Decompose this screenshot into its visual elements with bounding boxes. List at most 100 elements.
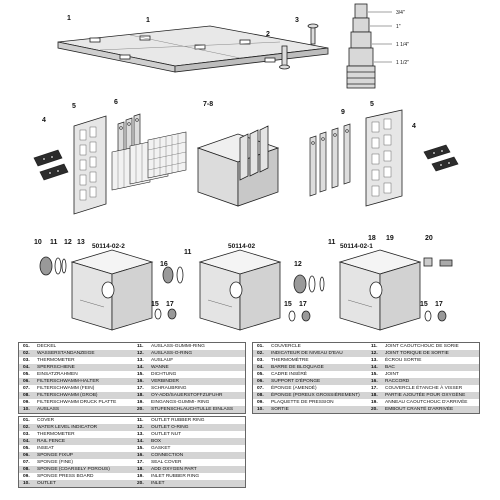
legend-item-label: OUTLET RUBBER RING (151, 418, 205, 423)
legend-item-number: 05. (257, 372, 264, 377)
legend-item-label: VERBINDER (151, 379, 179, 384)
legend-item-label: JOINT TORIQUE DE SORTIE (385, 351, 449, 356)
legend-item-number: 06. (257, 379, 264, 384)
callout-label: 2 (266, 31, 270, 38)
legend-item-label: SPERRSCHIENE (37, 365, 75, 370)
callout-label: 10 (34, 239, 42, 246)
callout-label: 12 (64, 239, 72, 246)
legend-item-number: 03. (257, 358, 264, 363)
legend-item-number: 02. (257, 351, 264, 356)
callout-label: 17 (299, 301, 307, 308)
legend-item-number: 16. (137, 453, 144, 458)
legend-item-number: 04. (23, 439, 30, 444)
callout-label: 5 (370, 101, 374, 108)
legend-item-label: PARTIE AJOUTÉE POUR OXYGÈNE (385, 393, 466, 398)
legend-item-number: 01. (257, 344, 264, 349)
legend-item-label: SPONGE FIXUP (37, 453, 73, 458)
legend-item-number: 09. (23, 400, 30, 405)
legend-item-number: 18. (137, 467, 144, 472)
legend-item-number: 12. (137, 425, 144, 430)
hose-size-leaders (368, 11, 392, 63)
legend-row: 07.SPONGE (FINE)17.SEAL COVER (19, 459, 245, 466)
legend-item-number: 04. (257, 365, 264, 370)
legend-item-label: RAIL FENCE (37, 439, 66, 444)
legend-item-label: DECKEL (37, 344, 57, 349)
legend-item-number: 04. (23, 365, 30, 370)
legend-item-number: 10. (23, 407, 30, 412)
legend-item-label: WATER LEVEL INDICATOR (37, 425, 98, 430)
legend-row: 08.SPONGE (COARSELY POROUS)18.ADD OXYGEN… (19, 466, 245, 473)
legend-item-label: SEAL COVER (151, 460, 182, 465)
sponge-press-board-part (111, 131, 187, 191)
legend-item-number: 19. (371, 400, 378, 405)
ring-connector-parts (39, 256, 453, 322)
legend-item-number: 16. (371, 379, 378, 384)
inseat-frame-part (73, 115, 107, 215)
legend-item-number: 15. (137, 372, 144, 377)
hose-size-label: 1 1/2" (396, 60, 409, 66)
legend-item-number: 20. (137, 481, 144, 486)
legend-item-number: 14. (371, 365, 378, 370)
legend-item-label: JOINT (385, 372, 399, 377)
legend-item-label: AUSLAUF (151, 358, 174, 363)
legend-row: 07.FILTERSCHWAMM (FEIN)17.SCHRAUBRING (19, 385, 245, 392)
legend-item-label: THERMOMÈTRE (271, 358, 309, 363)
legend-item-label: INSEAT (37, 446, 54, 451)
callout-label: 12 (294, 261, 302, 268)
legend-item-label: SCHRAUBRING (151, 386, 187, 391)
hose-size-label: 3/4" (396, 10, 405, 16)
legend-item-number: 02. (23, 351, 30, 356)
legend-item-label: AUSLASS (37, 407, 60, 412)
legend-item-label: SPONGE PRESS BOARD (37, 474, 94, 479)
legend-item-number: 19. (137, 474, 144, 479)
legend-item-label: EMBOUT CRANTÉ D'ARRIVÉE (385, 407, 454, 412)
legend-item-label: THERMOMETER (37, 432, 75, 437)
legend-item-number: 15. (371, 372, 378, 377)
legend-item-label: SPONGE (FINE) (37, 460, 73, 465)
legend-item-number: 05. (23, 372, 30, 377)
callout-label: 17 (435, 301, 443, 308)
legend-item-label: FILTERSCHWAMM-HALTER (37, 379, 100, 384)
sponge-block-part (196, 125, 280, 207)
legend-item-number: 11. (371, 344, 378, 349)
legend-item-number: 09. (23, 474, 30, 479)
callout-label: 4 (412, 123, 416, 130)
model-code-label: 50114-02-2 (92, 243, 125, 250)
legend-item-label: INLET (151, 481, 165, 486)
legend-item-number: 06. (23, 379, 30, 384)
legend-item-number: 13. (371, 358, 378, 363)
legend-item-label: EINSATZRAHMEN (37, 372, 78, 377)
legend-item-label: OY-ADD/SAUERSTOFFZUFUHR (151, 393, 223, 398)
legend-item-label: COVER (37, 418, 55, 423)
legend-item-number: 05. (23, 446, 30, 451)
legend-item-number: 14. (137, 439, 144, 444)
callout-label: 3 (295, 17, 299, 24)
callout-label: 1 (67, 15, 71, 22)
legend-item-number: 17. (137, 386, 144, 391)
legend-item-label: CONNECTION (151, 453, 184, 458)
legend-item-number: 20. (137, 407, 144, 412)
legend-item-label: ÉCROU SORTIE (385, 358, 422, 363)
legend-item-number: 20. (371, 407, 378, 412)
legend-item-number: 10. (257, 407, 264, 412)
legend-item-label: INLET RUBBER RING (151, 474, 200, 479)
rail-fence-part (33, 149, 69, 181)
legend-item-label: GASKET (151, 446, 171, 451)
legend-item-number: 13. (137, 358, 144, 363)
